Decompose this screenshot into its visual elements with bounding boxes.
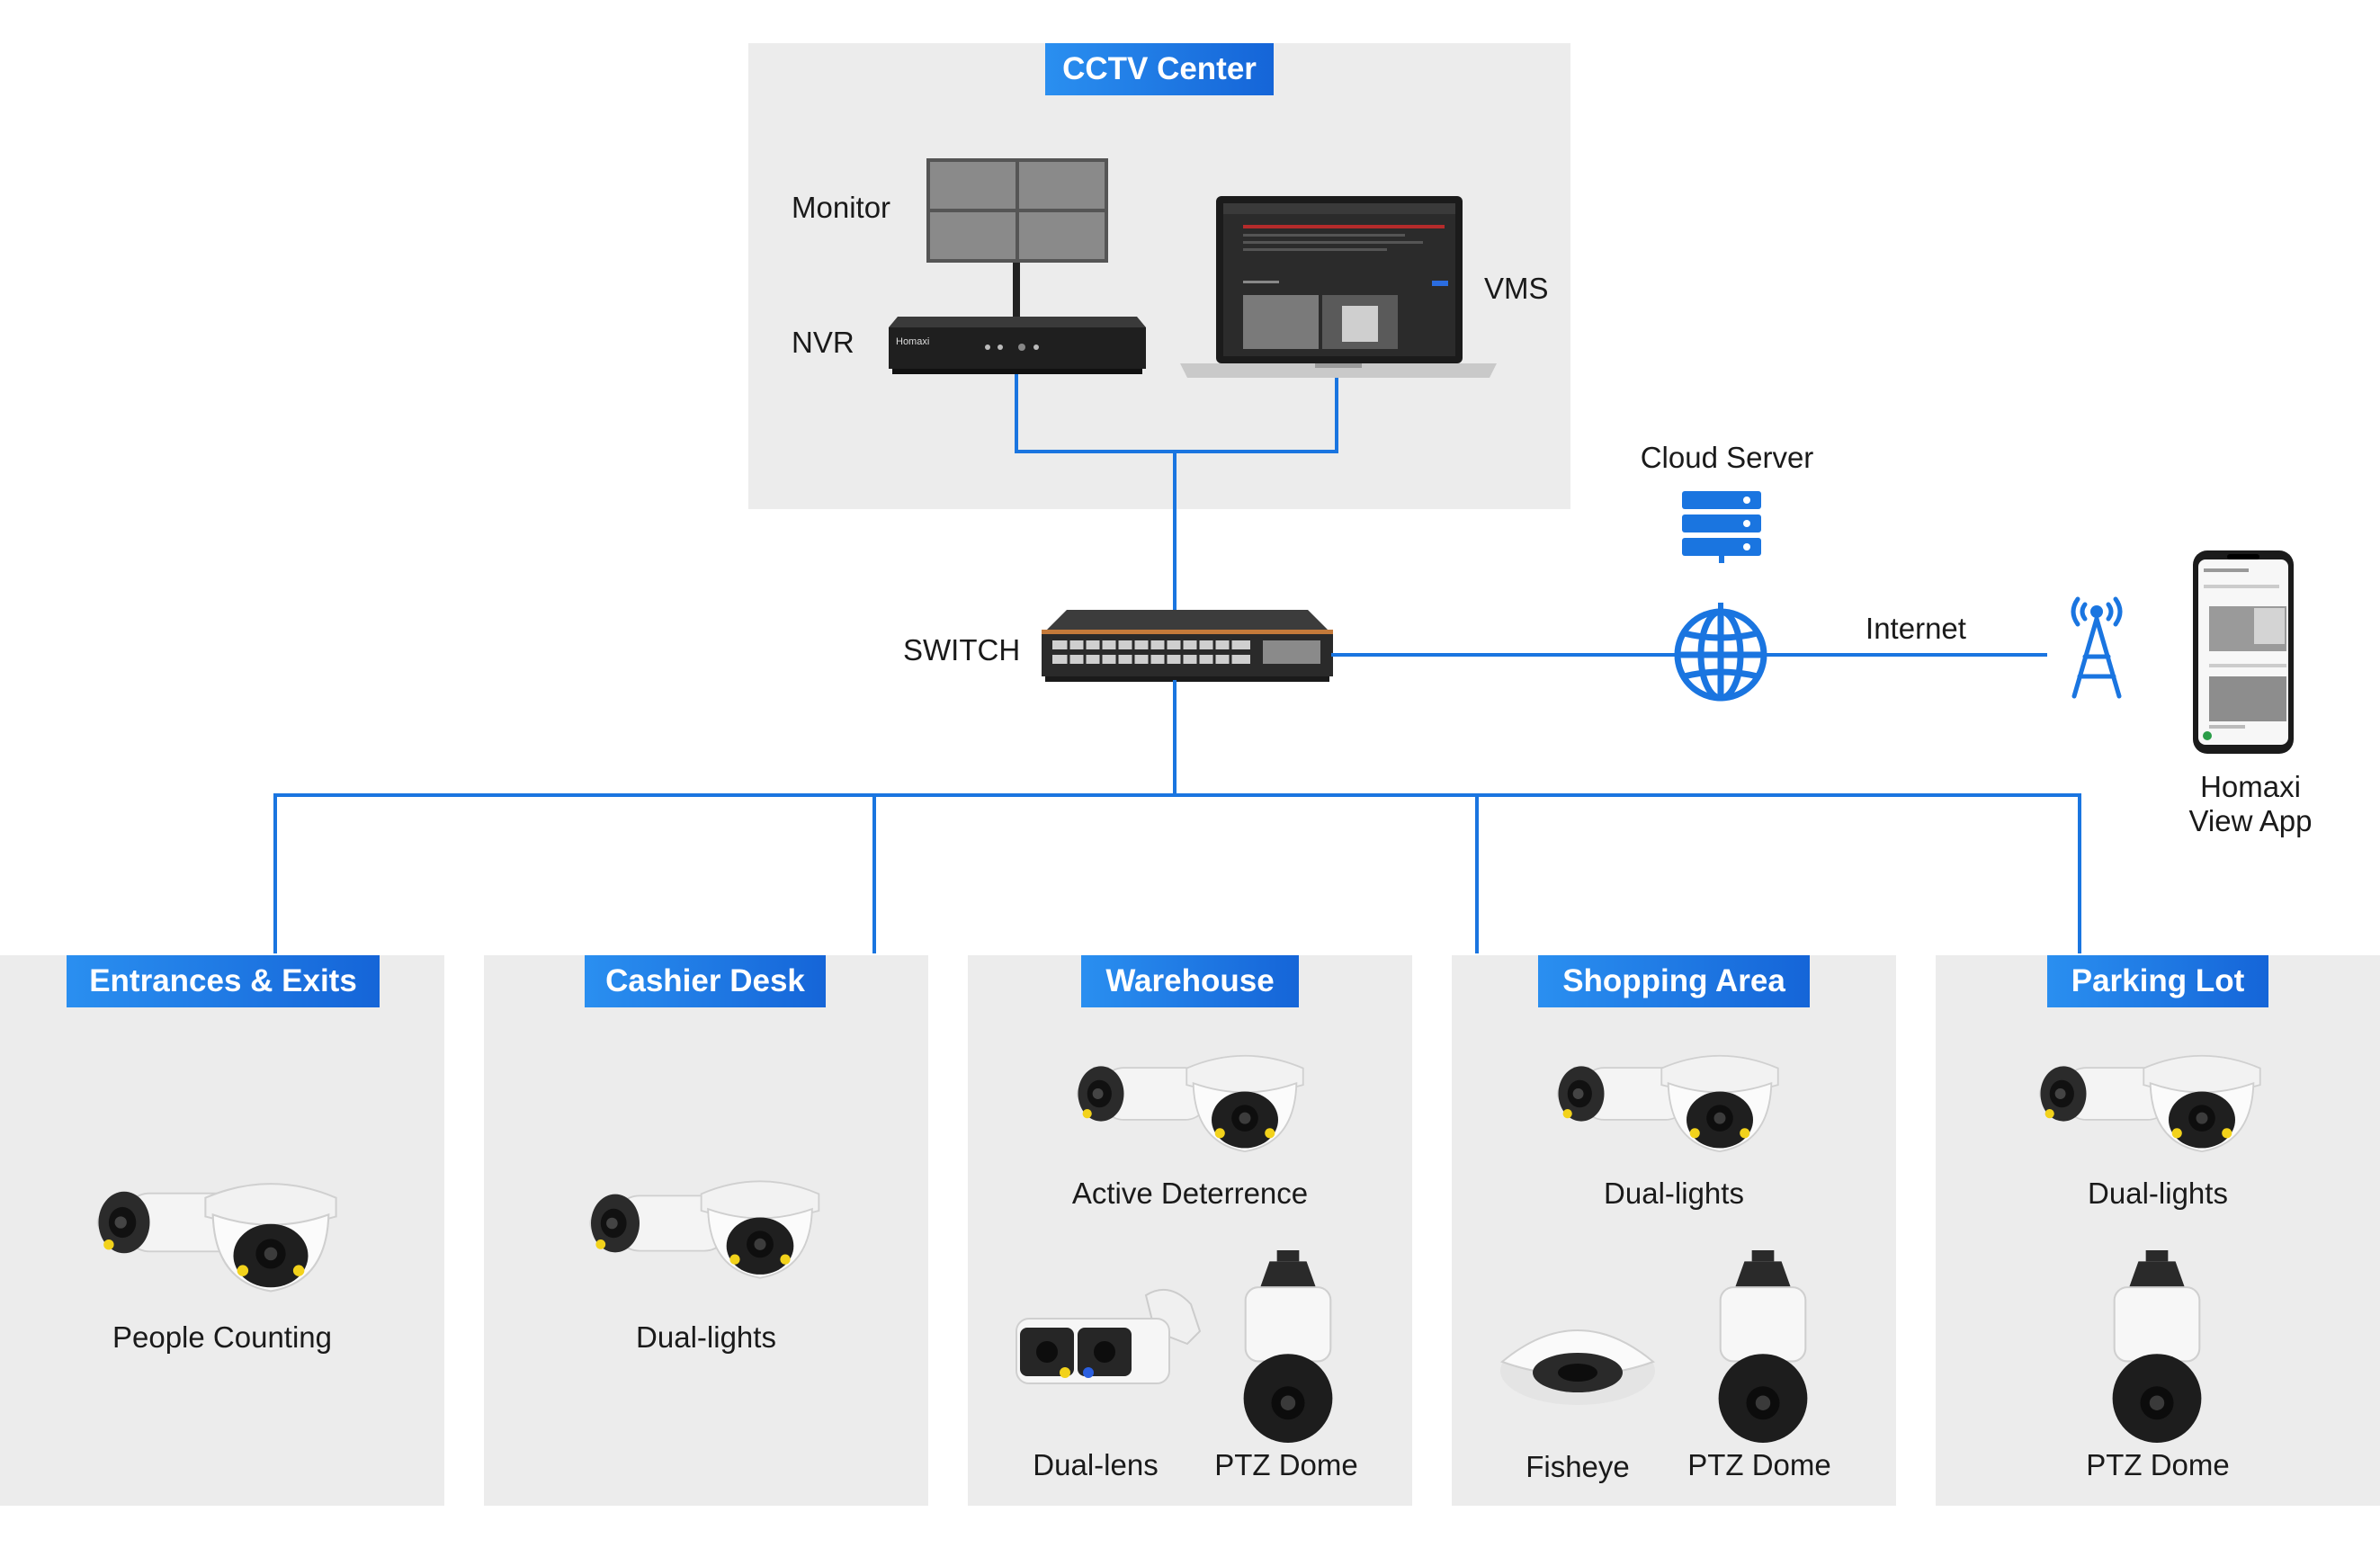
camera-label-ptz-dome-warehouse: PTZ Dome	[1214, 1448, 1358, 1481]
antenna-icon	[2065, 594, 2128, 700]
nvr-brand: Homaxi	[896, 336, 930, 347]
cctv-center-title: CCTV Center	[1045, 43, 1274, 95]
monitor-wall-icon	[926, 158, 1108, 338]
switch-down-line	[1173, 680, 1177, 797]
globe-icon	[1671, 603, 1770, 702]
camera-label-dual-lights-shopping: Dual-lights	[1604, 1177, 1744, 1210]
zone-title-warehouse: Warehouse	[1081, 955, 1299, 1007]
dome-camera-icon	[1178, 1034, 1311, 1160]
dome-camera-icon	[2135, 1034, 2268, 1160]
zone-title-parking: Parking Lot	[2047, 955, 2268, 1007]
laptop-icon	[1180, 194, 1497, 378]
ptz-camera-icon	[1232, 1250, 1344, 1445]
camera-label-ptz-dome-parking: PTZ Dome	[2086, 1448, 2230, 1481]
server-icon	[1682, 491, 1761, 563]
camera-label-active-deterrence: Active Deterrence	[1071, 1177, 1309, 1210]
camera-label-fisheye: Fisheye	[1526, 1450, 1630, 1483]
dome-camera-icon	[1653, 1034, 1786, 1160]
ptz-camera-icon	[2101, 1250, 2213, 1445]
phone-icon	[2191, 549, 2295, 756]
dual-lens-camera-icon	[1011, 1286, 1203, 1394]
camera-label-dual-lens: Dual-lens	[1033, 1448, 1159, 1481]
fisheye-camera-icon	[1497, 1308, 1659, 1409]
nvr-icon	[889, 313, 1146, 374]
zone-title-cashier: Cashier Desk	[585, 955, 826, 1007]
camera-label-ptz-dome-shopping: PTZ Dome	[1687, 1448, 1831, 1481]
camera-label-people-counting: People Counting	[112, 1320, 333, 1354]
zone-panel-shopping	[1452, 955, 1896, 1506]
ptz-camera-icon	[1707, 1250, 1819, 1445]
distribution-bus-line	[273, 793, 2081, 797]
internet-label: Internet	[1866, 612, 1966, 645]
vms-label: VMS	[1484, 272, 1549, 305]
drop-line-cashier	[872, 793, 876, 953]
vms-link-line	[1335, 378, 1338, 453]
dome-camera-icon	[693, 1160, 828, 1286]
dome-camera-icon	[196, 1160, 345, 1301]
drop-line-entrances	[273, 793, 277, 953]
center-to-switch-line	[1173, 450, 1177, 610]
app-label-line1: Homaxi	[2200, 770, 2301, 803]
camera-label-dual-lights: Dual-lights	[636, 1320, 776, 1354]
center-bus-line	[1015, 450, 1338, 453]
camera-label-dual-lights-parking: Dual-lights	[2088, 1177, 2228, 1210]
zone-title-entrances: Entrances & Exits	[67, 955, 380, 1007]
monitor-label: Monitor	[792, 191, 891, 224]
drop-line-shopping	[1475, 793, 1479, 953]
zone-title-shopping: Shopping Area	[1538, 955, 1810, 1007]
switch-icon	[1042, 608, 1333, 682]
zone-panel-warehouse	[968, 955, 1412, 1506]
app-label-line2: View App	[2188, 804, 2313, 837]
drop-line-parking	[2078, 793, 2081, 953]
switch-label: SWITCH	[903, 633, 1021, 667]
cloud-server-label: Cloud Server	[1640, 441, 1814, 474]
nvr-label: NVR	[792, 326, 854, 359]
nvr-link-line	[1015, 374, 1018, 453]
